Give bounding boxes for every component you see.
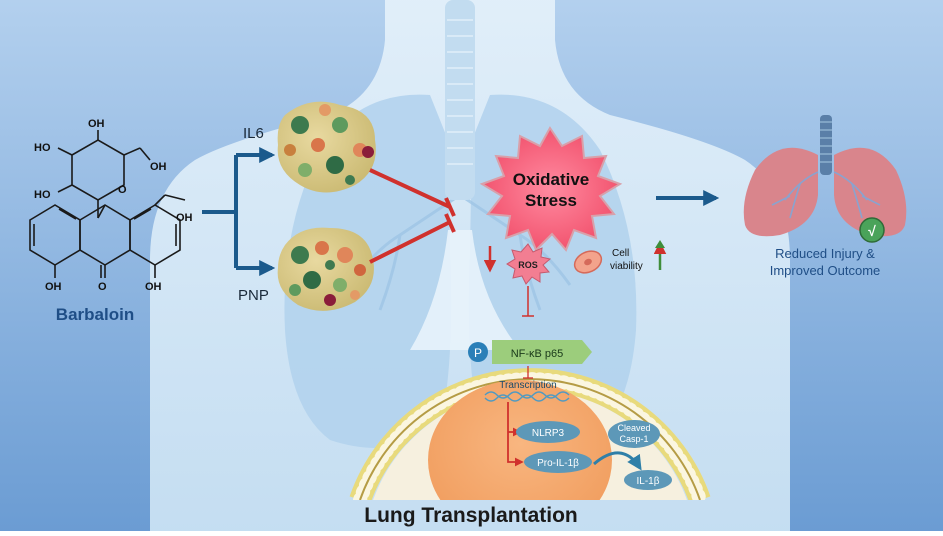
nlrp3-node <box>516 421 580 443</box>
compound-name: Barbaloin <box>56 305 134 324</box>
check-icon: √ <box>868 223 876 239</box>
footer-title: Lung Transplantation <box>364 504 578 527</box>
dna-strand <box>484 391 570 402</box>
protein-pnp <box>277 227 374 311</box>
inhibition-lines <box>369 168 456 264</box>
check-badge <box>859 217 885 243</box>
atom-ring-oxygen: O <box>118 184 127 196</box>
il1b-label: IL-1β <box>637 476 660 487</box>
cleaved-casp1-line2: Casp-1 <box>619 434 648 444</box>
protein-il6 <box>277 101 376 193</box>
target-branch-arrows <box>202 147 276 276</box>
outcome-line1: Reduced Injury & <box>775 246 875 261</box>
atom-ho-left: HO <box>34 189 51 201</box>
ros-label: ROS <box>518 260 538 270</box>
target-il6-label: IL6 <box>243 125 264 142</box>
atom-oh-bottom-left: OH <box>45 281 62 293</box>
ros-burst <box>506 243 552 285</box>
cell-viability-icon <box>573 250 603 274</box>
oxidative-stress-line1: Oxidative <box>513 170 590 189</box>
atom-keto-o: O <box>98 281 107 293</box>
atom-oh-side: OH <box>176 212 193 224</box>
atom-oh-right-ring: OH <box>150 161 167 173</box>
nfkb-box <box>492 340 592 364</box>
atom-oh-top: OH <box>88 118 105 130</box>
cleaved-casp1-line1: Cleaved <box>617 423 650 433</box>
atom-ho-upper-left: HO <box>34 142 51 154</box>
transcription-arrow <box>507 402 524 467</box>
cell-viability-line1: Cell <box>612 248 629 259</box>
barbaloin-atoms: OH HO HO OH O OH OH O OH <box>34 118 193 293</box>
oxidative-stress-line2: Stress <box>525 191 577 210</box>
barbaloin-structure <box>29 130 186 278</box>
oxidative-stress-burst <box>479 126 623 252</box>
outcome-line2: Improved Outcome <box>770 263 881 278</box>
cell-viability-line2: viability <box>610 261 643 272</box>
pro-il1b-node <box>524 451 592 473</box>
healthy-lungs-icon <box>743 115 907 237</box>
target-pnp-label: PNP <box>238 287 269 304</box>
cleaved-casp1-node <box>608 420 660 448</box>
atom-oh-bottom-right: OH <box>145 281 162 293</box>
nlrp3-label: NLRP3 <box>532 428 565 439</box>
pro-il1b-label: Pro-IL-1β <box>537 458 579 469</box>
phospho-label: P <box>474 346 482 360</box>
nfkb-label: NF-κB p65 <box>511 348 564 360</box>
cell <box>349 368 711 500</box>
phospho-badge <box>468 342 488 362</box>
cleavage-arrow <box>593 451 642 471</box>
trachea <box>445 0 475 200</box>
il1b-node <box>624 470 672 490</box>
mediastinum <box>410 230 520 350</box>
transcription-label: Transcription <box>499 380 556 391</box>
